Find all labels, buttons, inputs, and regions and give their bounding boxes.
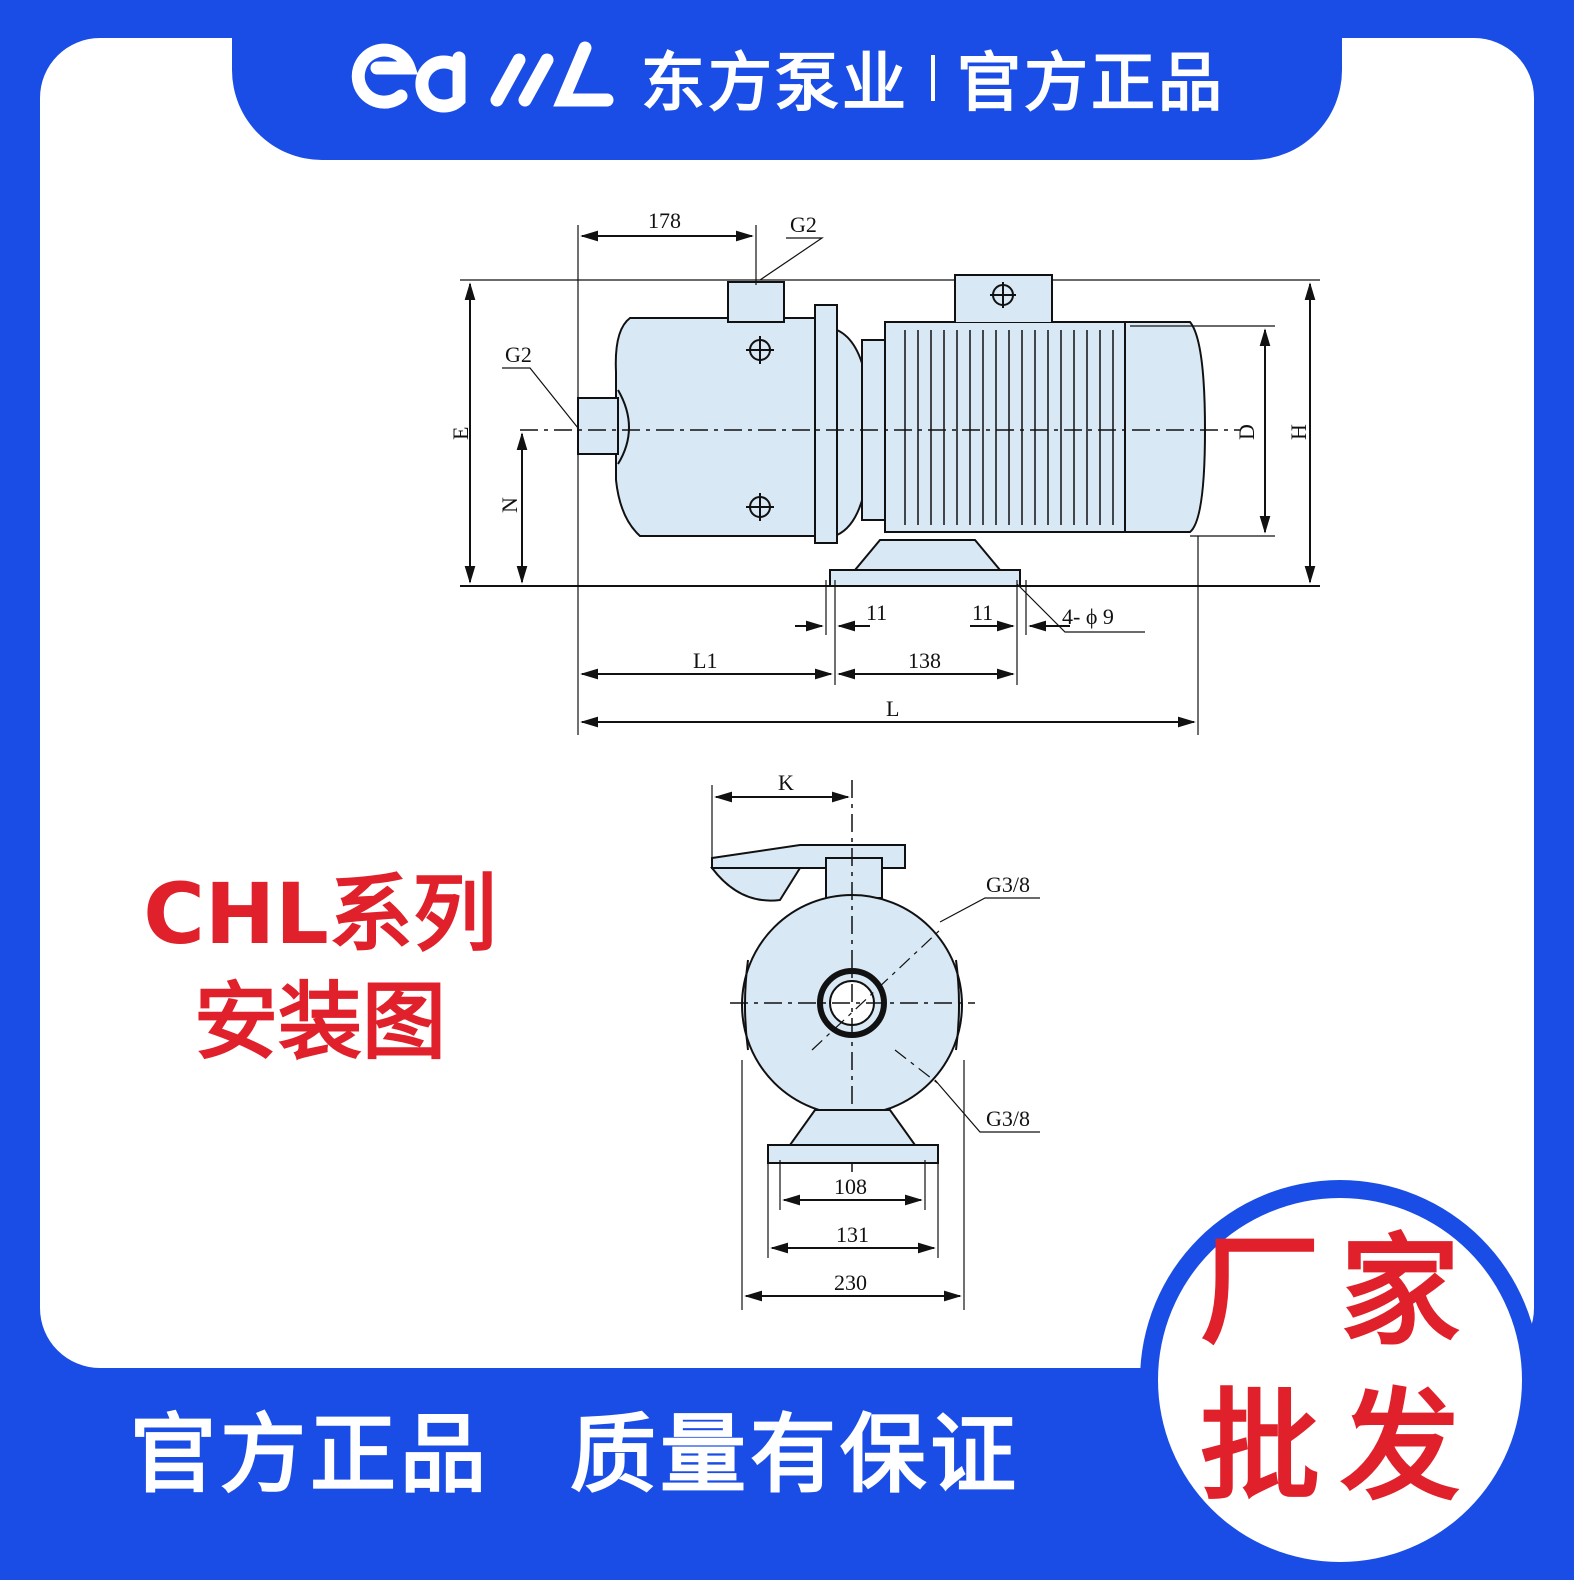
- label-n: N: [497, 497, 522, 513]
- label-holes: 4- ϕ 9: [1062, 604, 1114, 629]
- label-l1: L1: [693, 648, 717, 673]
- label-l: L: [886, 696, 899, 721]
- header-divider: [931, 55, 935, 101]
- label-d: D: [1234, 424, 1259, 440]
- side-view: [460, 225, 1320, 735]
- front-foot: [767, 1144, 939, 1164]
- label-h: H: [1286, 424, 1311, 440]
- front-outlet: [825, 857, 883, 899]
- dim-108: 108: [834, 1174, 867, 1199]
- side-view-labels: 178 G2 G2 E N D H 11 11 4- ϕ 9 L1 138 L: [448, 208, 1311, 721]
- outlet-stub: [727, 281, 785, 323]
- label-k: K: [778, 770, 794, 795]
- label-g2-left: G2: [505, 342, 532, 367]
- inlet-stub: [577, 397, 619, 455]
- dim-11-left: 11: [866, 600, 887, 625]
- diagram-type: 安装图: [193, 973, 446, 1071]
- label-e: E: [448, 427, 473, 440]
- label-g38-bottom: G3/8: [986, 1106, 1030, 1131]
- front-view: [709, 780, 1040, 1310]
- dim-178: 178: [648, 208, 681, 233]
- badge-inner: 厂家 批发: [1158, 1198, 1522, 1562]
- header-slogan: 官方正品: [957, 47, 1225, 121]
- motor: [884, 321, 1126, 533]
- front-view-labels: K G3/8 G3/8 108 131 230: [778, 770, 1030, 1295]
- pump-foot: [852, 539, 1003, 571]
- series-name: CHL系列: [143, 865, 497, 963]
- label-g2-top: G2: [790, 212, 817, 237]
- brand-name: 东方泵业: [641, 47, 909, 121]
- motor-endcap: [1124, 321, 1207, 533]
- pump-chamber: [614, 317, 816, 537]
- dim-138: 138: [908, 648, 941, 673]
- flange: [814, 304, 838, 544]
- badge-line1: 厂家: [1200, 1223, 1480, 1362]
- header-tab: east 东方泵业 官方正品: [232, 0, 1342, 160]
- header-content: east 东方泵业 官方正品: [232, 38, 1342, 121]
- wholesale-badge: 厂家 批发: [1140, 1180, 1540, 1580]
- dim-11-right: 11: [972, 600, 993, 625]
- label-g38-top: G3/8: [986, 872, 1030, 897]
- badge-line2: 批发: [1200, 1378, 1480, 1517]
- footer-right: 质量有保证: [570, 1405, 1020, 1505]
- footer-slogan: 官方正品 质量有保证: [130, 1400, 1020, 1510]
- series-title: CHL系列 安装图: [130, 860, 510, 1076]
- footer-left: 官方正品: [130, 1405, 490, 1505]
- east-logo: east: [351, 41, 614, 113]
- dim-230: 230: [834, 1270, 867, 1295]
- dim-131: 131: [836, 1222, 869, 1247]
